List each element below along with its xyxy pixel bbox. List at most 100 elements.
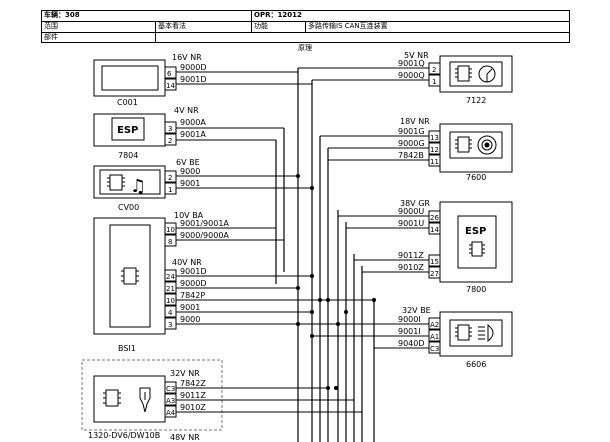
c001-label: C001 bbox=[117, 98, 138, 107]
esp7800-pin-1: 26 bbox=[430, 214, 439, 222]
c001-wire-spec: 16V NR bbox=[172, 53, 202, 62]
disc-icon bbox=[477, 135, 497, 155]
esp7800-pin-4: 27 bbox=[430, 270, 439, 278]
c7600-label: 7600 bbox=[466, 173, 486, 182]
bsi1-a-wire-2: 9000/9000A bbox=[180, 231, 229, 240]
esp-badge-icon: ESP bbox=[465, 226, 486, 237]
gauge-icon bbox=[478, 65, 496, 83]
ecu1320-wire-1: 7842Z bbox=[180, 379, 206, 388]
bsi1-a-wire-1: 9001/9001A bbox=[180, 219, 229, 228]
c7600-wire-spec: 18V NR bbox=[400, 117, 430, 126]
module-6606 bbox=[298, 311, 513, 357]
c001-wire-1: 9000D bbox=[180, 63, 207, 72]
music-note-icon: ♫ bbox=[130, 176, 146, 197]
chip-icon bbox=[103, 389, 121, 407]
esp7800-label: 7800 bbox=[466, 285, 486, 294]
c7600-pin-3: 11 bbox=[430, 158, 439, 166]
c7122-label: 7122 bbox=[466, 96, 486, 105]
c6606-pin-1: A2 bbox=[430, 321, 439, 329]
esp7800-pin-2: 14 bbox=[430, 226, 439, 234]
cv00-wire-2: 9001 bbox=[180, 179, 200, 188]
esp7800-wire-spec: 38V GR bbox=[400, 199, 430, 208]
esp7800-pin-3: 15 bbox=[430, 258, 439, 266]
module-7600 bbox=[320, 123, 513, 173]
bsi1-b-wire-spec: 40V NR bbox=[172, 258, 202, 267]
c7600-wire-2: 9000G bbox=[398, 139, 425, 148]
function-value: 多路传输IS CAN互连装置 bbox=[308, 22, 388, 30]
esp7800-wire-2: 9001U bbox=[398, 219, 424, 228]
c7122-wire-2: 9000Q bbox=[398, 71, 425, 80]
c7122-wire-spec: 5V NR bbox=[404, 51, 429, 60]
connector-cv00 bbox=[93, 165, 312, 199]
ecu1320-pin-3: A4 bbox=[166, 409, 176, 417]
esp7804-wire-1: 9000A bbox=[180, 118, 206, 127]
connector-c001 bbox=[93, 59, 312, 97]
headlamp-icon bbox=[478, 323, 494, 343]
cv00-wire-1: 9000 bbox=[180, 167, 200, 176]
cv00-wire-spec: 6V BE bbox=[176, 158, 200, 167]
vehicle-model: 车辆：308 bbox=[44, 11, 80, 19]
c7122-pin-1: 2 bbox=[432, 66, 436, 74]
bsi1-a-pin-2: 8 bbox=[168, 238, 172, 246]
esp7804-pin-1: 3 bbox=[168, 125, 172, 133]
diagram-label: 原理 bbox=[298, 44, 312, 52]
cv00-pin-1: 2 bbox=[168, 174, 172, 182]
chip-icon bbox=[121, 267, 139, 285]
bsi1-b-pin-5: 3 bbox=[168, 321, 172, 329]
injector-icon bbox=[139, 387, 151, 413]
bsi1-b-pin-4: 4 bbox=[168, 309, 173, 317]
component-label: 部件 bbox=[44, 33, 58, 41]
c6606-wire-3: 9040D bbox=[398, 339, 425, 348]
scope-value: 基本看法 bbox=[158, 22, 186, 30]
c7600-pin-2: 12 bbox=[430, 146, 439, 154]
esp-badge-icon: ESP bbox=[117, 125, 138, 136]
ecu1320-wire-3: 9010Z bbox=[180, 403, 206, 412]
esp-module-7804 bbox=[93, 113, 284, 147]
chip-icon bbox=[455, 65, 472, 82]
junction-dots bbox=[296, 174, 376, 390]
c7122-pin-2: 1 bbox=[432, 78, 436, 86]
c6606-wire-2: 9001I bbox=[398, 327, 421, 336]
esp7800-wire-1: 9000U bbox=[398, 207, 424, 216]
c6606-pin-2: A1 bbox=[430, 333, 439, 341]
bsi1-a-wire-spec: 10V BA bbox=[174, 211, 204, 220]
bsi1-b-pin-3: 10 bbox=[166, 297, 175, 305]
can-bus-trunks bbox=[275, 68, 375, 442]
ecu1320-label: 1320-DV6/DW10B bbox=[88, 431, 160, 440]
esp7804-wire-2: 9001A bbox=[180, 130, 206, 139]
ecu1320-wire-spec: 32V NR bbox=[170, 369, 200, 378]
chip-icon bbox=[469, 241, 485, 257]
esp7804-pin-2: 2 bbox=[168, 137, 172, 145]
ecu1320-pin-1: C3 bbox=[166, 385, 175, 393]
ecu1320-pin-2: A3 bbox=[166, 397, 175, 405]
c7600-wire-1: 9001G bbox=[398, 127, 425, 136]
c6606-pin-3: C3 bbox=[430, 345, 439, 353]
module-7122 bbox=[298, 55, 513, 93]
c7600-pin-1: 13 bbox=[430, 134, 439, 142]
c6606-wire-1: 9000I bbox=[398, 315, 421, 324]
ecu1320-wire-2: 9011Z bbox=[180, 391, 206, 400]
header-grid bbox=[41, 10, 570, 43]
c7122-wire-1: 9001Q bbox=[398, 59, 425, 68]
esp7804-wire-spec: 4V NR bbox=[174, 106, 199, 115]
esp7804-label: 7804 bbox=[118, 151, 138, 160]
bsi1-b-wire-1: 9001D bbox=[180, 267, 207, 276]
c6606-wire-spec: 32V BE bbox=[402, 306, 431, 315]
bsi1-b-wire-3: 7842P bbox=[180, 291, 205, 300]
cv00-pin-2: 1 bbox=[168, 186, 172, 194]
chip-icon bbox=[107, 174, 125, 191]
bsi1-b-pin-1: 24 bbox=[166, 273, 175, 281]
c7600-wire-3: 7842B bbox=[398, 151, 424, 160]
c001-wire-2: 9001D bbox=[180, 75, 207, 84]
bsi1-label: BSI1 bbox=[118, 344, 136, 353]
esp-module-7800 bbox=[338, 201, 513, 283]
bsi1-b-wire-2: 9000D bbox=[180, 279, 207, 288]
bsi1-b-wire-4: 9001 bbox=[180, 303, 200, 312]
chip-icon bbox=[455, 136, 472, 153]
esp7800-wire-4: 9010Z bbox=[398, 263, 424, 272]
scope-label: 范围 bbox=[44, 22, 58, 30]
chip-icon bbox=[455, 324, 472, 341]
c6606-label: 6606 bbox=[466, 360, 486, 369]
bsi1-b-wire-5: 9000 bbox=[180, 315, 200, 324]
